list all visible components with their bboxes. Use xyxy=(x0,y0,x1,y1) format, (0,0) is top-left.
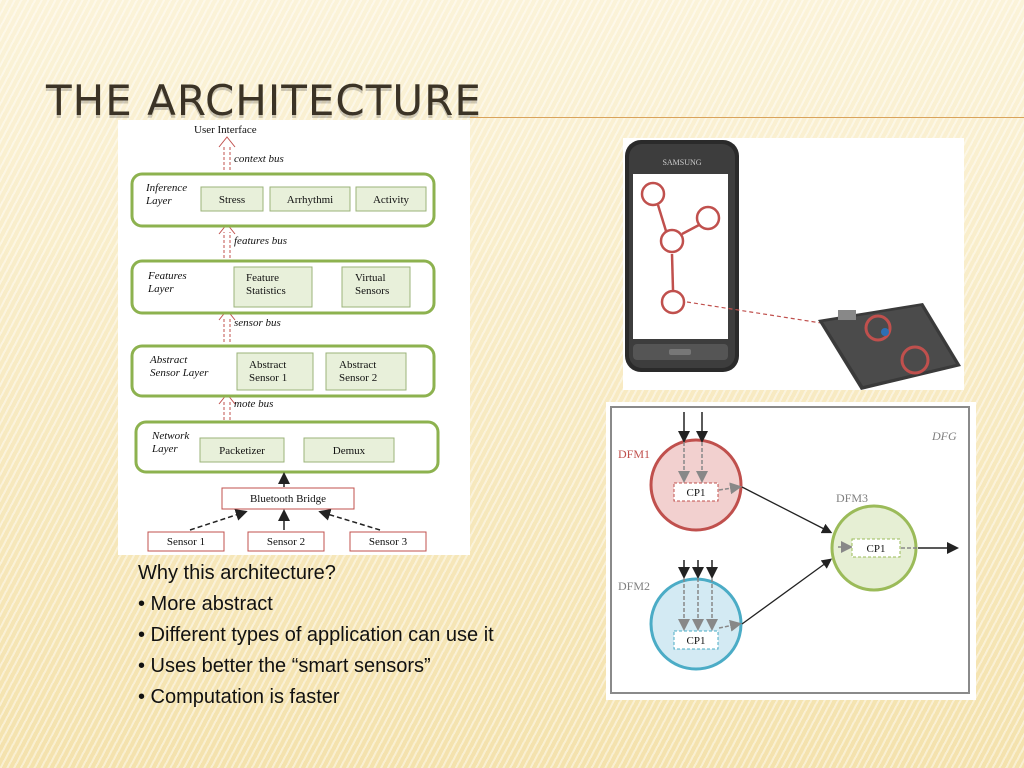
features-bus-arrow xyxy=(218,223,236,258)
abstract-sensor-1-module xyxy=(236,352,314,391)
dfm1-cp-box xyxy=(673,482,719,502)
dfm3-label: DFM3 xyxy=(836,491,868,505)
dfm1-cp-label: CP1 xyxy=(687,487,706,499)
feature-statistics-label-2: Statistics xyxy=(246,285,286,297)
features-bus-label: features bus xyxy=(234,235,287,247)
architecture-svg: User Interface context bus features bus … xyxy=(130,124,440,552)
abstract-sensor-2-label-1: Abstract xyxy=(339,359,376,371)
abstract-sensor-2-label-2: Sensor 2 xyxy=(339,372,377,384)
sensor-bus-arrow xyxy=(218,309,236,342)
sensor-3-label: Sensor 3 xyxy=(369,536,408,548)
title-rule xyxy=(470,117,1024,118)
caption: Why this architecture? • More abstract •… xyxy=(138,558,494,713)
architecture-diagram: User Interface context bus features bus … xyxy=(118,120,470,555)
edge-dfm1-dfm3 xyxy=(741,486,833,534)
caption-bullet-2: • Different types of application can use… xyxy=(138,624,494,646)
network-layer-label-1: Network xyxy=(151,430,190,442)
phone-board-link xyxy=(686,301,886,334)
edge-dfm2-dfm3 xyxy=(741,558,833,625)
abstract-sensor-layer-label-2: Sensor Layer xyxy=(150,367,209,379)
mote-bus-arrow xyxy=(218,393,236,420)
sensor-1-label: Sensor 1 xyxy=(167,536,205,548)
phone-svg: SAMSUNG xyxy=(625,140,961,390)
features-layer-label-1: Features xyxy=(147,270,187,282)
mote-bus-label: mote bus xyxy=(234,398,273,410)
dfm2-node xyxy=(649,577,743,671)
sensor-1-box xyxy=(147,531,225,552)
user-interface-label: User Interface xyxy=(194,124,257,136)
abstract-sensor-2-module xyxy=(325,352,407,391)
sensor-3-arrow xyxy=(318,509,381,531)
packetizer-module xyxy=(199,437,285,463)
stress-module xyxy=(200,186,264,212)
inference-layer-label-1: Inference xyxy=(145,182,187,194)
phone-brand: SAMSUNG xyxy=(662,158,701,167)
sensor-2-box xyxy=(247,531,325,552)
packetizer-module-label: Packetizer xyxy=(219,445,265,457)
sensor-2-label: Sensor 2 xyxy=(267,536,305,548)
phone-board-illustration: SAMSUNG xyxy=(623,138,964,390)
feature-statistics-module xyxy=(233,266,313,308)
phone-graph xyxy=(640,181,721,315)
activity-module xyxy=(355,186,427,212)
dfg-frame xyxy=(610,406,970,694)
abstract-sensor-1-label-2: Sensor 1 xyxy=(249,372,287,384)
phone-screen xyxy=(633,174,728,339)
virtual-sensors-module xyxy=(341,266,411,308)
abstract-sensor-layer-label-1: Abstract xyxy=(149,354,188,366)
demux-module xyxy=(303,437,395,463)
caption-bullet-1: • More abstract xyxy=(138,593,273,615)
inference-layer-label-2: Layer xyxy=(145,195,172,207)
sensor-1-arrow xyxy=(189,509,248,531)
stress-module-label: Stress xyxy=(219,194,245,206)
dfm2-cp-label: CP1 xyxy=(687,635,706,647)
feature-statistics-label-1: Feature xyxy=(246,272,279,284)
bluetooth-bridge-label: Bluetooth Bridge xyxy=(250,493,326,505)
sensor-bus-label: sensor bus xyxy=(234,317,281,329)
context-bus-arrow xyxy=(218,136,236,170)
sensor-board xyxy=(818,303,961,390)
arrhythmia-module-label: Arrhythmi xyxy=(287,194,333,206)
dfm3-cp-label: CP1 xyxy=(867,543,886,555)
virtual-sensors-label-2: Sensors xyxy=(355,285,389,297)
dfg-label: DFG xyxy=(931,429,957,443)
caption-heading: Why this architecture? xyxy=(138,562,336,584)
virtual-sensors-label-1: Virtual xyxy=(355,272,386,284)
abstract-sensor-1-label-1: Abstract xyxy=(249,359,286,371)
arrhythmia-module xyxy=(269,186,351,212)
activity-module-label: Activity xyxy=(373,194,410,206)
caption-bullet-4: • Computation is faster xyxy=(138,686,340,708)
dfm2-label: DFM2 xyxy=(618,579,650,593)
dfm1-label: DFM1 xyxy=(618,447,650,461)
caption-bullet-3: • Uses better the “smart sensors” xyxy=(138,655,431,677)
dfm2-cp-box xyxy=(673,630,719,650)
network-layer-label-2: Layer xyxy=(151,443,178,455)
dfm3-cp-box xyxy=(851,538,901,558)
context-bus-label: context bus xyxy=(234,153,284,165)
demux-module-label: Demux xyxy=(333,445,366,457)
sensor-3-box xyxy=(349,531,427,552)
dfg-diagram: DFG DFM1 CP1 DFM2 CP1 DFM3 CP1 xyxy=(606,402,976,700)
features-layer-label-2: Layer xyxy=(147,283,174,295)
slide-title: THE ARCHITECTURE xyxy=(46,76,482,125)
dfg-svg: DFG DFM1 CP1 DFM2 CP1 DFM3 CP1 xyxy=(618,412,959,671)
